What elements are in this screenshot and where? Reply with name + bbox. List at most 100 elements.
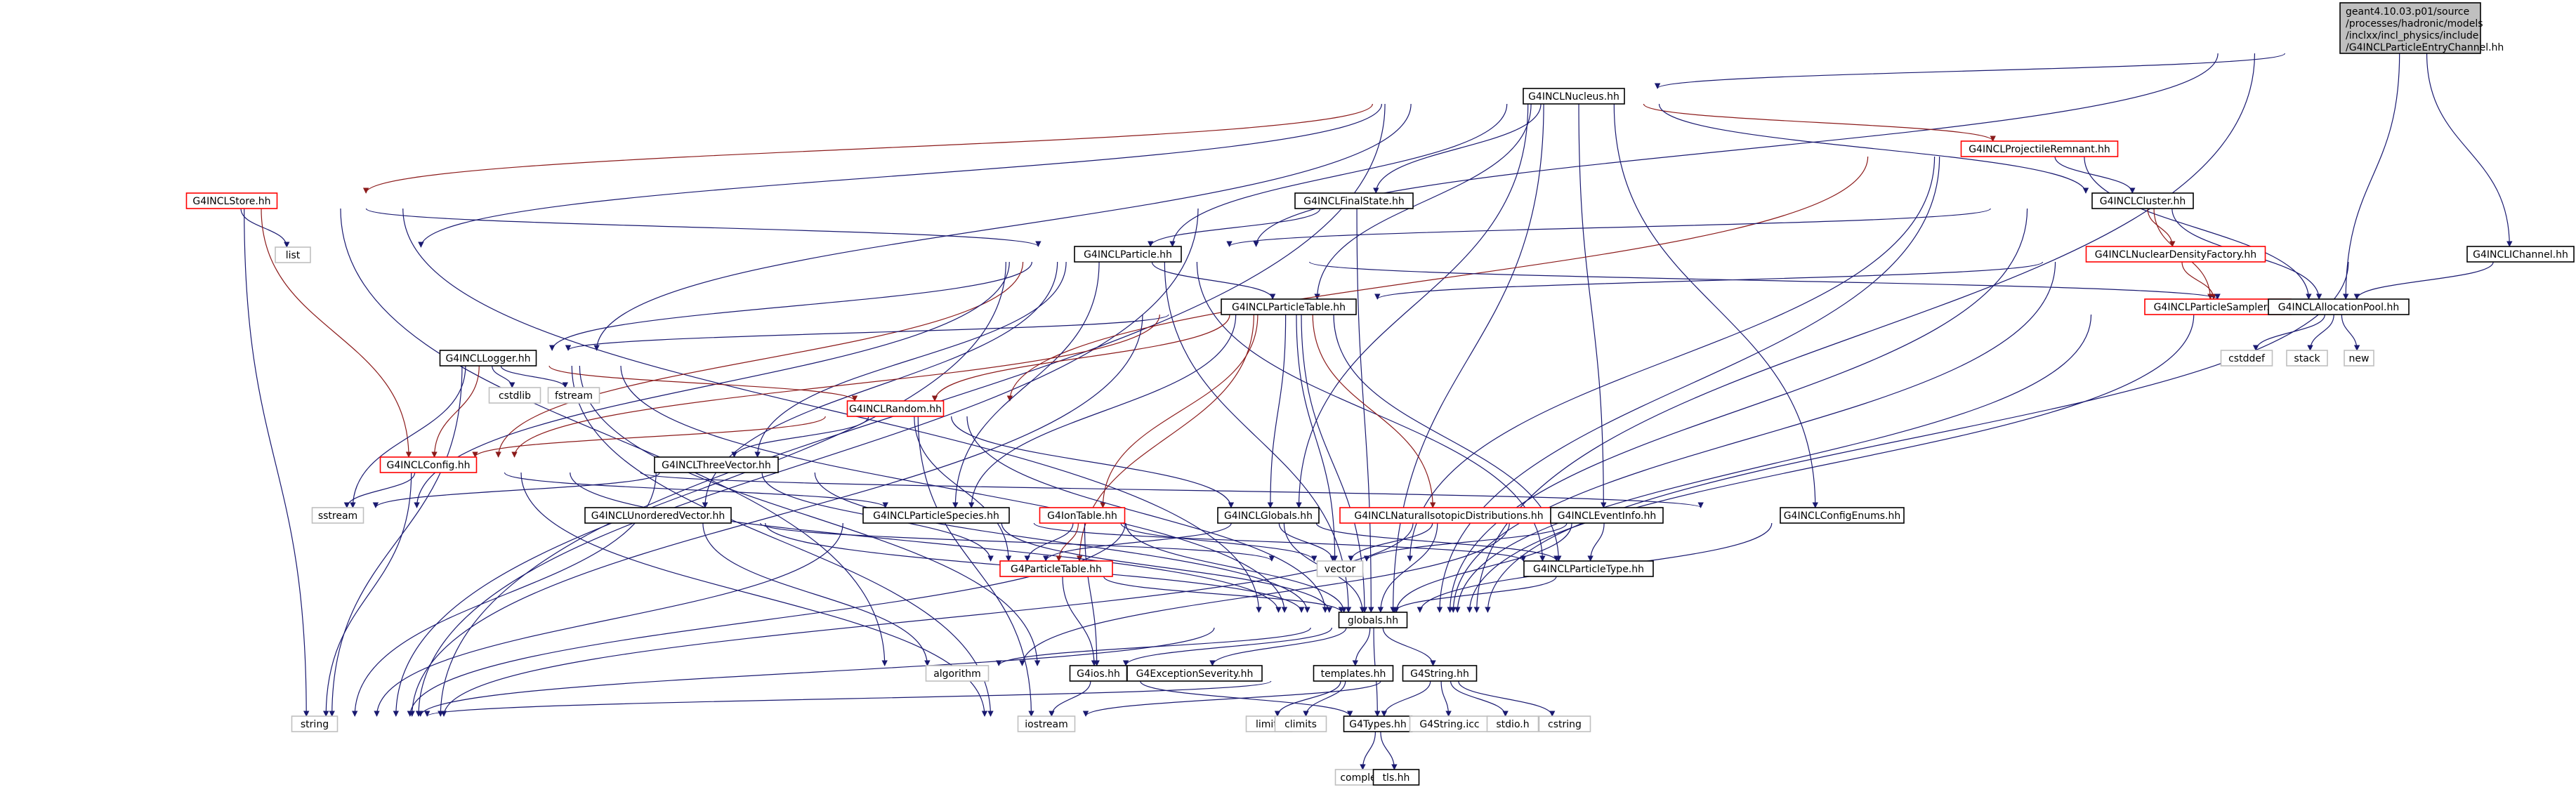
- node-label-g4types: G4Types.hh: [1349, 719, 1406, 730]
- edge-parttype-to-globals: [1391, 576, 1557, 613]
- node-box-g4exc: [1126, 665, 1263, 682]
- node-cluster[interactable]: G4INCLCluster.hh: [2091, 192, 2194, 209]
- node-channel[interactable]: G4INCLIChannel.hh: [2466, 246, 2575, 263]
- node-label-iontable: G4IonTable.hh: [1047, 510, 1117, 522]
- edge-particle-to-logger: [548, 261, 1032, 351]
- edge-parttable-to-vector: [1296, 314, 1338, 562]
- node-label-parttype: G4INCLParticleType.hh: [1533, 564, 1644, 575]
- edge-natiso-to-globals: [1377, 522, 1438, 613]
- node-iontable[interactable]: G4IonTable.hh: [1039, 507, 1126, 524]
- edge-partspecies-to-globals: [1001, 522, 1332, 613]
- node-random[interactable]: G4INCLRandom.hh: [846, 400, 945, 417]
- node-inclglobals[interactable]: G4INCLGlobals.hh: [1217, 507, 1320, 524]
- node-box-new: [2344, 350, 2374, 367]
- node-label-allocpool: G4INCLAllocationPool.hh: [2278, 302, 2399, 313]
- node-label-fstream: fstream: [555, 390, 593, 402]
- node-box-stdio: [1486, 715, 1539, 732]
- edge-g4types-to-complex: [1360, 731, 1376, 770]
- node-logger[interactable]: G4INCLLogger.hh: [439, 350, 537, 367]
- node-box-stack: [2286, 350, 2328, 367]
- root-label-line-1: geant4.10.03.p01/source: [2346, 6, 2469, 18]
- edge-threevector-to-sstream: [372, 472, 660, 508]
- node-projremnant[interactable]: G4INCLProjectileRemnant.hh: [1960, 140, 2119, 157]
- node-label-particle: G4INCLParticle.hh: [1084, 249, 1172, 260]
- node-fstream: fstream: [547, 387, 600, 404]
- edge-iontable-to-vector: [1120, 522, 1317, 562]
- node-box-globals: [1338, 612, 1408, 628]
- node-label-list: list: [286, 250, 301, 261]
- edge-random-to-inclglobals: [951, 416, 1235, 508]
- root-file-node[interactable]: geant4.10.03.p01/source /processes/hadro…: [2339, 2, 2504, 54]
- edge-projremnant-to-cluster: [2054, 156, 2136, 194]
- node-eventinfo[interactable]: G4INCLEventInfo.hh: [1550, 507, 1664, 524]
- edge-nucdensity-to-globals: [1450, 261, 2056, 613]
- node-g4parttable[interactable]: G4ParticleTable.hh: [999, 560, 1113, 577]
- node-g4ios[interactable]: G4ios.hh: [1069, 665, 1128, 682]
- edge-eventinfo-to-globals: [1393, 522, 1572, 613]
- edge-projremnant-to-random: [1006, 156, 1869, 402]
- edge-templates-to-climits: [1303, 680, 1346, 717]
- node-particle[interactable]: G4INCLParticle.hh: [1074, 246, 1182, 263]
- node-parttable[interactable]: G4INCLParticleTable.hh: [1221, 298, 1357, 315]
- edge-store-to-string: [244, 208, 310, 717]
- node-globals[interactable]: globals.hh: [1338, 612, 1408, 628]
- edge-parttable-to-g4parttable: [1076, 314, 1254, 562]
- edge-finalstate-to-globals: [1356, 208, 1374, 613]
- node-partspecies[interactable]: G4INCLParticleSpecies.hh: [862, 507, 1010, 524]
- node-label-vector: vector: [1325, 564, 1356, 575]
- edge-templates-to-limits: [1274, 680, 1341, 717]
- node-finalstate[interactable]: G4INCLFinalState.hh: [1294, 192, 1414, 209]
- node-nucdensity[interactable]: G4INCLNuclearDensityFactory.hh: [2085, 246, 2266, 263]
- edge-random-to-config: [472, 416, 826, 458]
- node-tls[interactable]: tls.hh: [1372, 769, 1420, 786]
- edge-store-to-config: [261, 208, 412, 458]
- edges-layer: [240, 53, 2513, 770]
- node-algorithm: algorithm: [925, 665, 990, 682]
- node-parttype[interactable]: G4INCLParticleType.hh: [1523, 560, 1654, 577]
- node-nucleus[interactable]: G4INCLNucleus.hh: [1523, 88, 1625, 105]
- node-label-cstddef: cstddef: [2228, 353, 2266, 364]
- node-box-store: [185, 192, 278, 209]
- node-label-eventinfo: G4INCLEventInfo.hh: [1558, 510, 1657, 522]
- edge-config-to-sstream: [343, 472, 416, 508]
- node-templates[interactable]: templates.hh: [1313, 665, 1394, 682]
- node-label-climits: climits: [1284, 719, 1317, 730]
- node-box-tls: [1372, 769, 1420, 786]
- node-natiso[interactable]: G4INCLNaturalIsotopicDistributions.hh: [1339, 507, 1558, 524]
- edge-nucleus-to-inclglobals: [1296, 103, 1529, 508]
- edge-root-to-globals: [1473, 53, 2256, 613]
- node-label-tls: tls.hh: [1383, 772, 1410, 784]
- node-label-g4ios: G4ios.hh: [1077, 668, 1120, 680]
- edge-nucleus-to-particle: [1169, 103, 1508, 247]
- node-configenums[interactable]: G4INCLConfigEnums.hh: [1780, 507, 1905, 524]
- node-box-nucleus: [1523, 88, 1625, 105]
- node-label-natiso: G4INCLNaturalIsotopicDistributions.hh: [1354, 510, 1543, 522]
- node-partsampler[interactable]: G4INCLParticleSampler.hh: [2144, 298, 2292, 315]
- edge-g4string-to-g4types: [1381, 680, 1431, 717]
- edge-nucleus-to-parttable: [1314, 103, 1532, 300]
- node-store[interactable]: G4INCLStore.hh: [185, 192, 278, 209]
- edge-globals-to-string: [417, 627, 1215, 717]
- node-g4string[interactable]: G4String.hh: [1402, 665, 1478, 682]
- node-label-algorithm: algorithm: [933, 668, 981, 680]
- edge-logger-to-globals: [620, 365, 1288, 613]
- node-g4types[interactable]: G4Types.hh: [1343, 715, 1413, 732]
- node-g4exc[interactable]: G4ExceptionSeverity.hh: [1126, 665, 1263, 682]
- edge-globals-to-g4string: [1382, 627, 1436, 666]
- node-label-stdio: stdio.h: [1496, 719, 1529, 730]
- node-label-projremnant: G4INCLProjectileRemnant.hh: [1969, 144, 2110, 155]
- edge-g4ios-to-iostream: [1049, 680, 1091, 717]
- edge-projremnant-to-globals: [1436, 156, 1940, 613]
- node-unordvec[interactable]: G4INCLUnorderedVector.hh: [584, 507, 732, 524]
- node-config[interactable]: G4INCLConfig.hh: [379, 456, 478, 473]
- node-box-particle: [1074, 246, 1182, 263]
- edge-nucleus-to-eventinfo: [1578, 103, 1607, 508]
- node-label-cstring: cstring: [1548, 719, 1582, 730]
- edge-g4string-to-cstring: [1458, 680, 1556, 717]
- node-box-cstdlib: [488, 387, 541, 404]
- edge-config-to-string: [323, 472, 412, 717]
- node-allocpool[interactable]: G4INCLAllocationPool.hh: [2268, 298, 2410, 315]
- node-threevector[interactable]: G4INCLThreeVector.hh: [654, 456, 779, 473]
- node-box-random: [846, 400, 945, 417]
